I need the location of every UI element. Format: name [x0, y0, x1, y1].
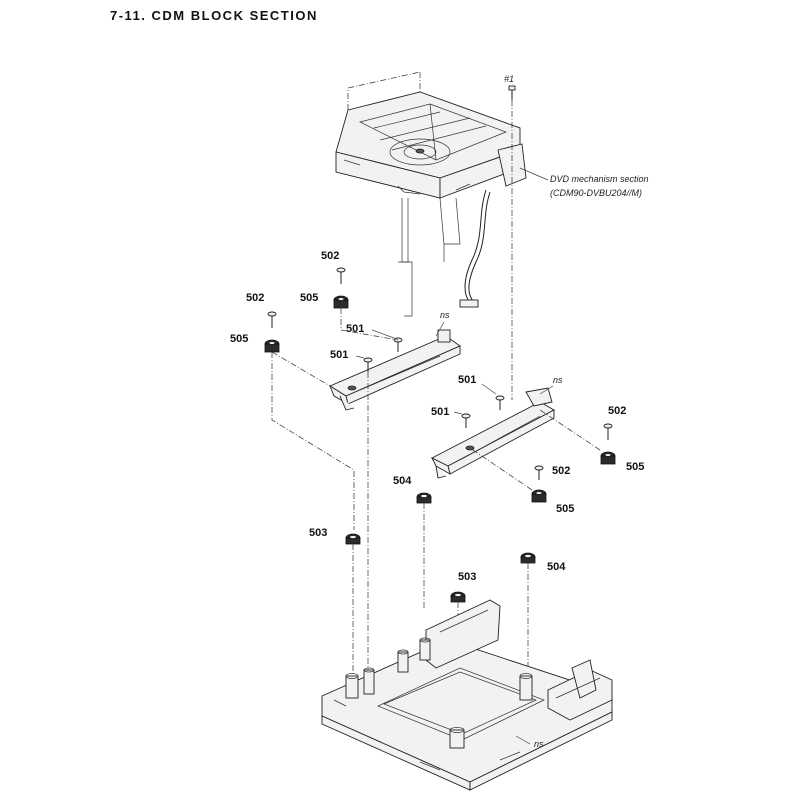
part-501-label-c: 501	[458, 374, 476, 386]
part-501-label-a: 501	[346, 323, 364, 335]
part-503-label-b: 503	[458, 571, 476, 583]
screw-502-middle	[534, 465, 544, 480]
part-502-label-c: 502	[608, 405, 626, 417]
screw-501-right-upper	[495, 395, 505, 410]
screw-501-left-lower	[363, 357, 373, 372]
washer-503-center	[450, 591, 466, 603]
screw-501-left-upper	[393, 337, 403, 352]
grommet-505-right	[600, 451, 616, 465]
screw-502-upper-left	[336, 267, 346, 284]
part-505-label-b: 505	[230, 333, 248, 345]
ns-label-right-bracket: ns	[553, 375, 563, 385]
screw-502-right	[603, 423, 613, 440]
washer-503-left	[345, 533, 361, 545]
screw-502-far-left	[267, 311, 277, 328]
part-505-label-a: 505	[300, 292, 318, 304]
right-bracket	[430, 387, 555, 479]
part-501-label-d: 501	[431, 406, 449, 418]
mechanism-caption-line1: DVD mechanism section	[550, 174, 649, 184]
part-502-label-a: 502	[321, 250, 339, 262]
grommet-505-upper-left	[333, 295, 349, 309]
ns-label-left-bracket: ns	[440, 310, 450, 320]
part-504-label-a: 504	[393, 475, 412, 487]
section-title: 7-11. CDM BLOCK SECTION	[110, 8, 318, 23]
part-505-label-c: 505	[626, 461, 644, 473]
part-503-label-a: 503	[309, 527, 327, 539]
grommet-505-far-left	[264, 339, 280, 353]
dvd-mechanism-assembly	[335, 71, 527, 317]
part-501-label-b: 501	[330, 349, 348, 361]
part-505-label-d: 505	[556, 503, 574, 515]
washer-504-upper	[416, 492, 432, 504]
left-bracket	[329, 329, 461, 411]
mechanism-caption-line2: (CDM90-DVBU204//M)	[550, 188, 642, 198]
part-502-label-d: 502	[552, 465, 570, 477]
grommet-505-middle	[531, 489, 547, 503]
ns-label-chassis: ns	[534, 739, 544, 749]
cdm-chassis	[321, 599, 613, 791]
screw-501-right-lower	[461, 413, 471, 428]
screw-1	[508, 85, 516, 100]
washer-504-right	[520, 552, 536, 564]
screw-1-ref-label: #1	[504, 74, 514, 84]
part-502-label-b: 502	[246, 292, 264, 304]
part-504-label-b: 504	[547, 561, 566, 573]
